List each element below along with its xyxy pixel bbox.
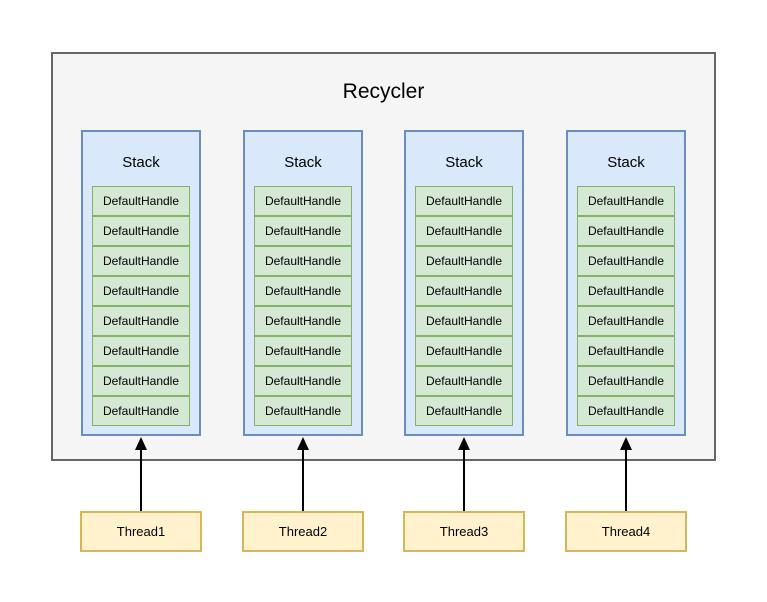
default-handle: DefaultHandle: [92, 336, 190, 366]
default-handle: DefaultHandle: [92, 306, 190, 336]
stack-label: Stack: [284, 154, 322, 171]
stack-box-3: Stack DefaultHandle DefaultHandle Defaul…: [404, 130, 524, 436]
default-handle: DefaultHandle: [92, 186, 190, 216]
arrow-line: [140, 449, 142, 511]
default-handle: DefaultHandle: [415, 336, 513, 366]
default-handle: DefaultHandle: [92, 396, 190, 426]
default-handle: DefaultHandle: [415, 276, 513, 306]
default-handle: DefaultHandle: [577, 246, 675, 276]
default-handle: DefaultHandle: [92, 366, 190, 396]
default-handle: DefaultHandle: [254, 186, 352, 216]
thread-box-3: Thread3: [403, 511, 525, 552]
default-handle: DefaultHandle: [92, 246, 190, 276]
handle-list: DefaultHandle DefaultHandle DefaultHandl…: [577, 186, 675, 426]
default-handle: DefaultHandle: [92, 276, 190, 306]
stack-box-1: Stack DefaultHandle DefaultHandle Defaul…: [81, 130, 201, 436]
default-handle: DefaultHandle: [577, 336, 675, 366]
stack-label: Stack: [122, 154, 160, 171]
default-handle: DefaultHandle: [92, 216, 190, 246]
recycler-title: Recycler: [342, 80, 425, 103]
thread-box-1: Thread1: [80, 511, 202, 552]
stack-label: Stack: [445, 154, 483, 171]
default-handle: DefaultHandle: [577, 276, 675, 306]
default-handle: DefaultHandle: [254, 306, 352, 336]
stack-label: Stack: [607, 154, 645, 171]
default-handle: DefaultHandle: [415, 186, 513, 216]
arrow-line: [625, 449, 627, 511]
default-handle: DefaultHandle: [254, 396, 352, 426]
default-handle: DefaultHandle: [415, 246, 513, 276]
arrow-up-icon: [135, 437, 147, 450]
default-handle: DefaultHandle: [415, 216, 513, 246]
default-handle: DefaultHandle: [577, 396, 675, 426]
default-handle: DefaultHandle: [577, 306, 675, 336]
arrow-up-icon: [620, 437, 632, 450]
default-handle: DefaultHandle: [577, 186, 675, 216]
default-handle: DefaultHandle: [577, 366, 675, 396]
stack-box-4: Stack DefaultHandle DefaultHandle Defaul…: [566, 130, 686, 436]
thread-box-2: Thread2: [242, 511, 364, 552]
handle-list: DefaultHandle DefaultHandle DefaultHandl…: [415, 186, 513, 426]
default-handle: DefaultHandle: [254, 336, 352, 366]
default-handle: DefaultHandle: [415, 396, 513, 426]
stack-box-2: Stack DefaultHandle DefaultHandle Defaul…: [243, 130, 363, 436]
arrow-up-icon: [458, 437, 470, 450]
default-handle: DefaultHandle: [254, 246, 352, 276]
arrow-line: [463, 449, 465, 511]
default-handle: DefaultHandle: [254, 366, 352, 396]
arrow-up-icon: [297, 437, 309, 450]
default-handle: DefaultHandle: [254, 276, 352, 306]
default-handle: DefaultHandle: [415, 366, 513, 396]
handle-list: DefaultHandle DefaultHandle DefaultHandl…: [92, 186, 190, 426]
default-handle: DefaultHandle: [577, 216, 675, 246]
default-handle: DefaultHandle: [254, 216, 352, 246]
handle-list: DefaultHandle DefaultHandle DefaultHandl…: [254, 186, 352, 426]
arrow-line: [302, 449, 304, 511]
default-handle: DefaultHandle: [415, 306, 513, 336]
thread-box-4: Thread4: [565, 511, 687, 552]
